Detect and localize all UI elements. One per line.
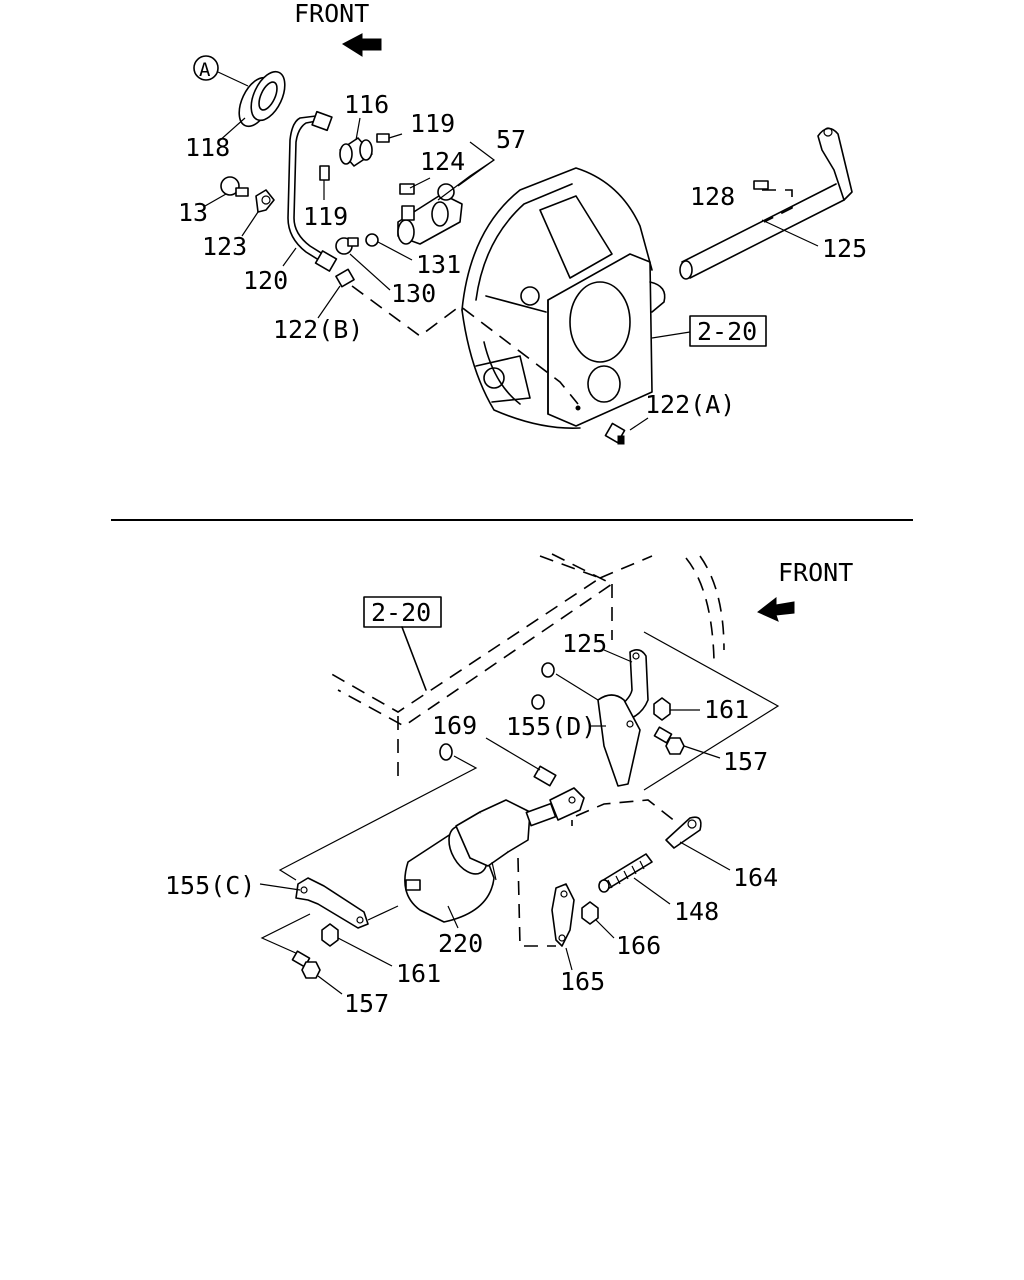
part-119-bolt-b [319, 165, 330, 181]
label-166: 166 [616, 931, 661, 960]
label-161b: 161 [396, 959, 441, 988]
part-161-nut-b [321, 923, 339, 947]
label-164: 164 [733, 863, 778, 892]
part-166-nut [581, 901, 599, 925]
part-155c-bracket [295, 877, 369, 929]
label-116: 116 [344, 90, 389, 119]
ref-label-top: 2-20 [697, 317, 757, 346]
part-119-bolt-a [376, 133, 403, 143]
label-122b: 122(B) [273, 315, 363, 344]
label-125-bottom: 125 [562, 629, 607, 658]
label-148: 148 [674, 897, 719, 926]
ref-box-bottom: 2-20 [363, 596, 442, 628]
label-131: 131 [416, 250, 461, 279]
washer-155d-b [531, 694, 545, 710]
label-169: 169 [432, 711, 477, 740]
circle-a-label: A [199, 59, 211, 81]
label-155c: 155(C) [165, 871, 255, 900]
part-125-lever [597, 648, 649, 787]
part-118-seal [238, 70, 286, 128]
label-124: 124 [420, 147, 465, 176]
clutch-housing [461, 167, 666, 429]
label-120: 120 [243, 266, 288, 295]
front-label-bottom: FRONT [778, 558, 853, 587]
part-122b-fitting [335, 268, 355, 288]
label-161a: 161 [704, 695, 749, 724]
part-148-spring [598, 853, 653, 893]
part-130-bolt [335, 237, 359, 255]
label-119b: 119 [303, 202, 348, 231]
label-157b: 157 [344, 989, 389, 1018]
part-157-bolt-a [653, 726, 685, 755]
part-164-eye [665, 816, 702, 849]
label-220: 220 [438, 929, 483, 958]
bottom-section: FRONT 2-20 125 155(D) 161 [165, 553, 853, 1018]
part-165-bracket [551, 883, 575, 947]
part-123-clip [255, 189, 275, 213]
front-arrow-icon [757, 596, 795, 622]
part-57-bracket [397, 183, 463, 245]
ref-label-bottom: 2-20 [371, 598, 431, 627]
label-155d: 155(D) [506, 712, 596, 741]
part-116-union [339, 137, 373, 167]
label-165: 165 [560, 967, 605, 996]
label-128: 128 [690, 182, 735, 211]
part-128-pin [753, 180, 769, 190]
part-157-bolt-b [291, 950, 321, 979]
part-169-pin [533, 765, 557, 787]
label-125-top: 125 [822, 234, 867, 263]
label-119a: 119 [410, 109, 455, 138]
washer-155d-a [541, 662, 555, 678]
label-57: 57 [496, 125, 526, 154]
front-arrow-icon [342, 33, 382, 57]
part-125-shaft [679, 127, 853, 280]
part-161-nut-a [653, 697, 671, 721]
part-13-bolt [220, 176, 249, 197]
part-220-actuator [404, 787, 585, 923]
front-label-top: FRONT [294, 0, 369, 28]
label-122a: 122(A) [645, 390, 735, 419]
label-123: 123 [202, 232, 247, 261]
reference-circle-a [193, 55, 219, 81]
part-131-washer [365, 233, 379, 247]
washer-155c [439, 743, 453, 761]
label-157a: 157 [723, 747, 768, 776]
label-13: 13 [178, 198, 208, 227]
part-122a-fitting [604, 422, 626, 445]
label-130: 130 [391, 279, 436, 308]
part-120-pipe [287, 115, 323, 263]
ref-box-top: 2-20 [689, 315, 767, 347]
top-section: FRONT A 118 120 116 [178, 0, 867, 445]
